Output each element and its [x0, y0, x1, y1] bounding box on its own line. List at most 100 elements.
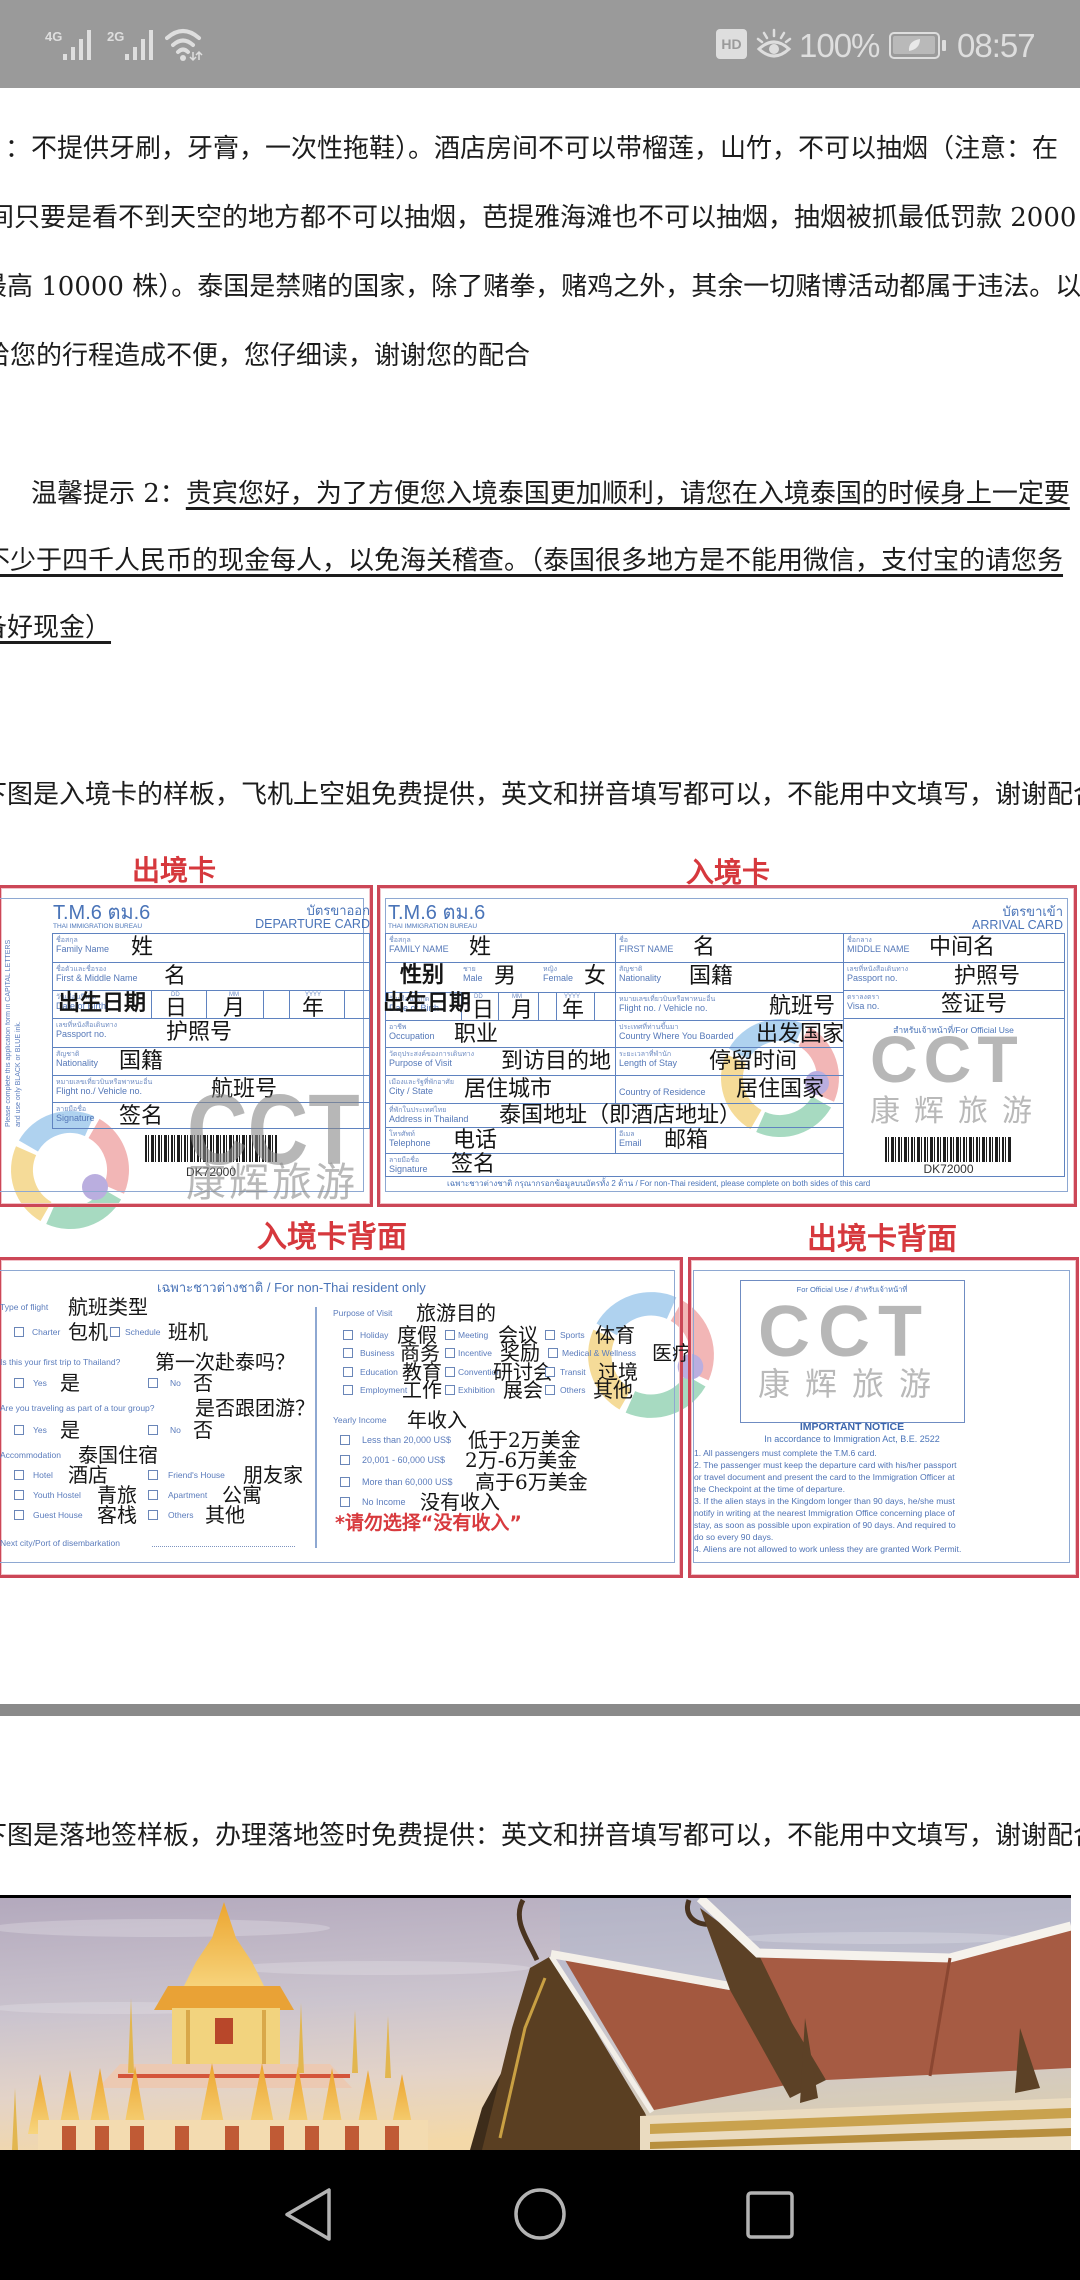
field-value: 出发国家 — [756, 1022, 845, 1047]
field-value: 出生日期 — [383, 990, 472, 1016]
tip2-underlined-text: 备好现金） — [0, 613, 112, 643]
option-value: 过境 — [598, 1360, 638, 1384]
arrival-back-frame — [0, 1257, 683, 1578]
checkbox — [545, 1385, 555, 1395]
recents-icon[interactable] — [742, 2187, 798, 2243]
option-label: Schedule — [125, 1327, 161, 1337]
option-value: 否 — [193, 1371, 213, 1395]
field-label: โทรศัพท์Telephone — [389, 1131, 431, 1148]
paragraph1-line3: 最高 10000 株）。泰国是禁赌的国家，除了赌拳，赌鸡之外，其余一切赌博活动都… — [0, 272, 1080, 302]
watermark-chinese-text: 康辉旅游 — [758, 1365, 947, 1403]
checkbox — [14, 1470, 24, 1480]
purpose-value: 旅游目的 — [416, 1301, 496, 1325]
notice-body: 1. All passengers must complete the T.M.… — [694, 1447, 1024, 1555]
entry-card-sample-image: 出境卡 入境卡 入境卡背面 出境卡背面 T.M.6 ตม.6 — [0, 843, 1080, 1583]
field-value: 护照号 — [166, 1020, 233, 1045]
arrival-back-column-divider — [315, 1307, 317, 1548]
option-label: No Income — [362, 1497, 406, 1507]
option-label: Less than 20,000 US$ — [362, 1435, 452, 1445]
field-value: 电话 — [453, 1128, 498, 1153]
dob-month-label: MM — [229, 992, 239, 998]
option-label: Medical & Wellness — [562, 1348, 637, 1358]
dob-month-value: 月 — [223, 996, 246, 1021]
dob-year-label: YYYY — [564, 994, 581, 1000]
field-value: 到访目的地 — [501, 1049, 612, 1074]
accommodation-value: 泰国住宿 — [78, 1443, 158, 1467]
flight-type-label: Type of flight — [0, 1302, 49, 1312]
checkbox — [14, 1510, 24, 1520]
option-value: 高于6万美金 — [475, 1470, 588, 1494]
option-label: Convention — [458, 1367, 502, 1377]
option-value: 研讨会 — [493, 1360, 553, 1384]
option-label: Youth Hostel — [33, 1490, 81, 1500]
cct-ring-logo-icon — [721, 1019, 839, 1137]
option-value: 低于2万美金 — [468, 1428, 581, 1452]
official-use-label: สำหรับเจ้าหน้าที่/For Official Use — [893, 1025, 1014, 1035]
notice-title: IMPORTANT NOTICE — [799, 1421, 905, 1433]
income-warning: *请勿选择“没有收入” — [335, 1512, 522, 1534]
option-label: Exhibition — [458, 1385, 495, 1395]
option-label: No — [170, 1425, 181, 1435]
option-value: 工作 — [402, 1378, 442, 1402]
navigation-bar — [0, 2150, 1080, 2280]
field-label: Country of Residence — [619, 1087, 706, 1097]
departure-barcode-number: DK72000 — [185, 1165, 237, 1179]
income-value: 年收入 — [407, 1408, 467, 1432]
notice-line: 4. Aliens are not allowed to work unless… — [694, 1544, 962, 1554]
checkbox — [545, 1367, 555, 1377]
entry-card-caption: 下图是入境卡的样板，飞机上空姐免费提供，英文和拼音填写都可以，不能用中文填写，谢… — [0, 780, 1080, 810]
option-value: 其他 — [593, 1378, 633, 1402]
field-value: 签名 — [119, 1104, 164, 1129]
notice-line: do so every 90 days. — [694, 1532, 774, 1542]
tour-group-label: Are you traveling as part of a tour grou… — [0, 1403, 155, 1413]
notice-line: notify in writing at the nearest Immigra… — [694, 1508, 955, 1518]
departure-back-frame — [688, 1257, 1079, 1578]
network-type-1: 4G — [45, 29, 63, 44]
field-value: 停留时间 — [709, 1049, 798, 1074]
option-label: Others — [560, 1385, 586, 1395]
option-label: Holiday — [360, 1330, 389, 1340]
option-label: Friend's House — [168, 1470, 225, 1480]
field-value: 姓 — [469, 935, 492, 960]
checkbox — [340, 1477, 350, 1487]
tip2-line2: 不少于四千人民币的现金每人，以免海关稽查。（泰国很多地方是不能用微信，支付宝的请… — [0, 546, 1063, 576]
option-value: 其他 — [205, 1503, 245, 1527]
option-value: 是 — [60, 1418, 80, 1442]
field-value: 居住城市 — [464, 1077, 553, 1102]
option-label: Apartment — [168, 1490, 208, 1500]
next-city-label: Next city/Port of disembarkation — [0, 1538, 120, 1548]
departure-field-nationality: สัญชาติNationality 国籍 — [53, 1048, 369, 1076]
checkbox — [340, 1497, 350, 1507]
option-value: 没有收入 — [420, 1490, 500, 1514]
dob-year-value: 年 — [562, 998, 585, 1023]
battery-percent: 100% — [799, 27, 880, 64]
back-icon[interactable] — [280, 2184, 336, 2244]
field-value: 邮箱 — [664, 1128, 709, 1153]
arrival-field-nationality: สัญชาติNationality 国籍 — [615, 962, 844, 993]
visa-sample-image — [0, 1895, 1071, 2150]
dob-month-value: 月 — [511, 998, 534, 1023]
home-icon[interactable] — [510, 2184, 570, 2244]
checkbox — [445, 1367, 455, 1377]
checkbox — [343, 1330, 353, 1340]
option-value: 体育 — [595, 1323, 635, 1347]
option-value: 医疗 — [652, 1341, 692, 1365]
option-label: Business — [360, 1348, 395, 1358]
field-value: 航班号 — [769, 994, 836, 1019]
